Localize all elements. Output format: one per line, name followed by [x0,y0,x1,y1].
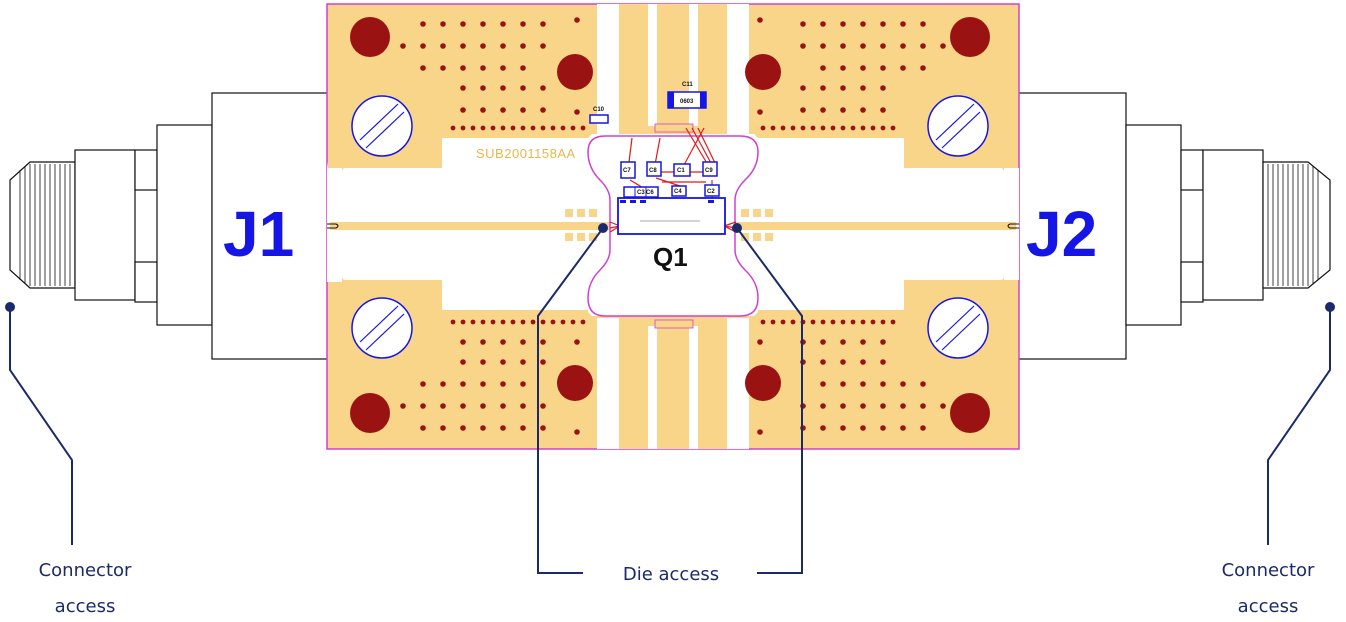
connector-j1 [9,92,329,360]
c6-label: C6 [646,190,654,196]
via-field-bottom-left [400,319,586,435]
screw-bottom-right [927,297,989,359]
substrate-id: SUB2001158AA [476,146,576,161]
via-field-top-right [757,17,946,131]
ground-pads [565,209,773,241]
capacitor-c3: C3 [623,186,659,198]
capacitor-c4: C4 [671,185,687,197]
callout-connector-left-1: Connector [39,560,132,581]
capacitor-c11: C11 0603 [667,82,707,109]
capacitor-c9: C9 [702,161,718,177]
callout-dots [5,223,1335,312]
callout-connector-left-2: access [55,596,116,617]
capacitor-c6: C6 [646,190,654,196]
capacitor-c2: C2 [704,184,720,197]
c7-label: C7 [623,168,631,174]
c11-marking: 0603 [680,99,694,105]
c3-label: C3 [637,190,645,196]
port-label-j2: J2 [1026,198,1097,270]
port-label-j1: J1 [223,198,294,270]
c8-label: C8 [649,168,657,174]
screw-top-left [351,95,413,157]
capacitor-c7: C7 [620,161,636,179]
screw-bottom-left [351,297,413,359]
pcb-board: SUB2001158AA C10 C11 0603 [326,3,1020,450]
c2-label: C2 [707,189,715,195]
capacitor-c10: C10 [589,107,609,124]
die-q1: Q1 [617,197,726,272]
device-label: Q1 [653,242,688,272]
callout-die-access: Die access [623,564,719,585]
c11-label: C11 [682,82,693,88]
mounting-holes [350,17,990,433]
connector-j2 [1017,92,1331,360]
callout-connector-right-2: access [1238,596,1299,617]
c4-label: C4 [674,189,682,195]
capacitor-c8: C8 [646,161,662,177]
c1-label: C1 [677,168,685,174]
callout-lines [9,227,1331,574]
via-field-top-left [400,17,586,131]
bias-slots-bottom [597,318,749,449]
callout-connector-right-1: Connector [1222,560,1315,581]
screw-top-right [927,95,989,157]
bias-slots-top [597,4,749,134]
c10-label: C10 [593,107,605,113]
c9-label: C9 [705,168,713,174]
capacitor-c1: C1 [673,163,691,177]
connector-j2-threads [1267,164,1319,286]
connector-j1-threads [19,164,71,286]
